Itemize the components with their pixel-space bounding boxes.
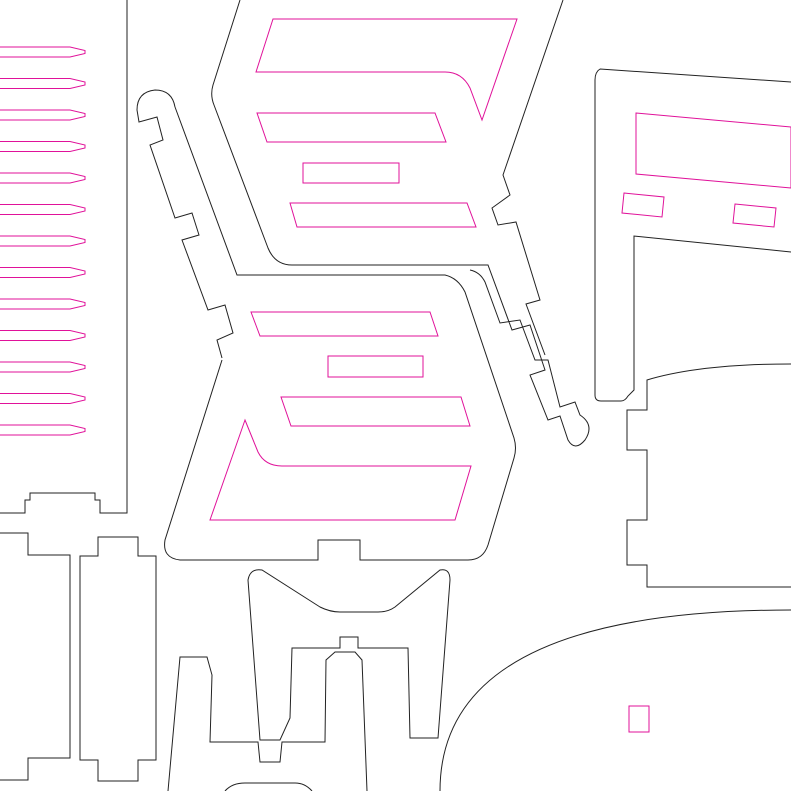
right-lower-piece bbox=[626, 363, 791, 588]
oval-engrave-mark bbox=[628, 705, 650, 733]
engrave-low-2 bbox=[327, 355, 424, 378]
top-board-piece bbox=[211, 0, 590, 447]
left-arm-piece bbox=[136, 89, 234, 359]
pencil-slot bbox=[0, 361, 86, 373]
pencil-slot bbox=[0, 204, 86, 215]
center-bottom-piece bbox=[247, 569, 451, 741]
pencil-slot bbox=[0, 141, 86, 152]
pencil-slot bbox=[0, 172, 86, 184]
engrave-low-4 bbox=[209, 418, 472, 521]
pencil-slot bbox=[0, 109, 86, 121]
engrave-low-3 bbox=[280, 396, 471, 427]
left-panel-edge bbox=[0, 0, 128, 514]
engrave-top-4 bbox=[289, 202, 477, 228]
engrave-right-2 bbox=[621, 192, 665, 218]
pencil-slot bbox=[0, 235, 86, 247]
engrave-right-3 bbox=[732, 203, 777, 228]
pencil-slot bbox=[0, 267, 86, 278]
pencil-slot bbox=[0, 424, 86, 436]
engrave-right-1 bbox=[635, 112, 791, 189]
pencil-slot bbox=[0, 393, 86, 404]
engrave-top-2 bbox=[256, 112, 447, 143]
left-arm-inner bbox=[164, 106, 516, 561]
bracket-piece bbox=[79, 536, 157, 782]
pencil-slot bbox=[0, 46, 86, 58]
engrave-top-3 bbox=[302, 162, 400, 184]
pencil-slot bbox=[0, 298, 86, 310]
pencil-slot bbox=[0, 78, 86, 89]
right-panel-piece bbox=[594, 68, 791, 402]
oval-piece bbox=[439, 609, 791, 791]
top-board-right-edge bbox=[491, 0, 564, 356]
left-bottom-piece bbox=[0, 532, 71, 781]
bottom-handle bbox=[224, 782, 313, 791]
center-stand-piece bbox=[167, 651, 368, 791]
engrave-low-1 bbox=[250, 311, 439, 337]
pencil-slots bbox=[0, 46, 86, 436]
pencil-slot bbox=[0, 330, 86, 341]
engrave-top-1 bbox=[255, 18, 518, 122]
